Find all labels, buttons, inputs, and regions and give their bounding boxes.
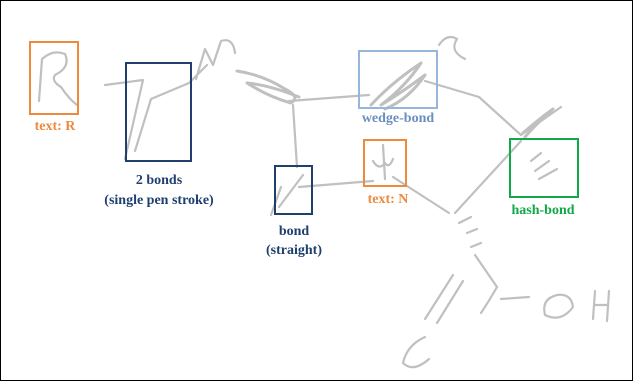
double-bond-stroke-1 <box>423 273 455 321</box>
lower-hash-1 <box>457 215 473 225</box>
s-shape-stroke <box>437 35 467 61</box>
lower-hash-3 <box>469 241 483 249</box>
letter-o-bottom-stroke <box>401 335 431 369</box>
ring-right-bond-stroke <box>423 79 523 137</box>
two-bonds-box <box>125 62 192 162</box>
two-bonds-label-line1: 2 bonds <box>135 173 183 188</box>
hash-line-2 <box>533 159 551 173</box>
straight-bond-box <box>274 165 313 215</box>
text-r-label: text: R <box>34 119 76 134</box>
letter-h-stroke <box>591 289 611 323</box>
oh-bond-stroke <box>499 295 531 301</box>
n-tail-stroke <box>381 143 387 181</box>
straight-bond-stroke <box>277 173 305 209</box>
wedge-scribble-stroke <box>369 61 427 111</box>
text-n-label: text: N <box>367 192 409 207</box>
short-bond-stroke <box>269 185 283 217</box>
straight-bond-label-line2: (straight) <box>266 243 322 258</box>
hash-line-1 <box>529 151 543 163</box>
text-r-box <box>29 41 79 115</box>
seven-stroke <box>103 78 145 161</box>
chain-curve-stroke <box>479 285 499 315</box>
text-n-box <box>363 139 407 187</box>
ring-left-vertical-stroke <box>291 103 299 169</box>
two-bonds-label-line2: (single pen stroke) <box>104 193 214 208</box>
hash-bond-label: hash-bond <box>511 203 575 218</box>
double-bond-stroke-2 <box>435 279 465 325</box>
wedge-bond-box <box>358 50 438 109</box>
wedge-bond-label: wedge-bond <box>361 111 435 126</box>
top-right-scribble-stroke <box>521 107 555 139</box>
straight-bond-label-line1: bond <box>278 224 310 239</box>
hash-bond-box <box>509 138 579 198</box>
n-right-bond-stroke <box>391 175 451 215</box>
lower-hash-2 <box>465 227 479 235</box>
ring-scribble-stroke <box>235 69 301 105</box>
hash-line-3 <box>537 167 559 181</box>
ring-top-bond-stroke <box>287 93 371 103</box>
letter-o-stroke <box>543 293 575 319</box>
n-squiggle-stroke <box>194 39 237 81</box>
chain-down-bond-stroke <box>473 253 499 289</box>
letter-r-stroke <box>37 51 79 107</box>
